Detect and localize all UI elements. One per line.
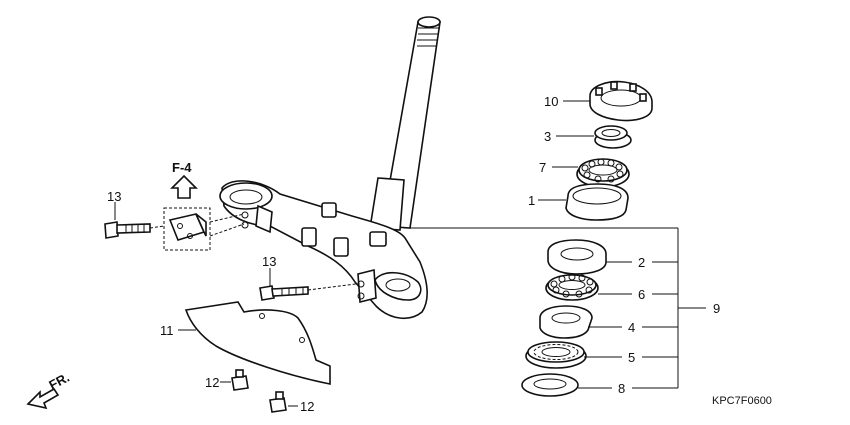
callout-7: 7 (539, 160, 546, 175)
callout-8: 8 (618, 381, 625, 396)
diagram-code: KPC7F0600 (712, 395, 772, 407)
bolt-12-upper: 12 (205, 369, 249, 391)
bearing-6: 6 (545, 273, 645, 302)
callout-13-left: 13 (107, 189, 121, 204)
hose-clamp-detail (163, 207, 245, 251)
bolt-12-lower: 12 (269, 391, 314, 414)
steering-stem-shaft (369, 16, 441, 231)
reference-f4-label: F-4 (172, 160, 192, 175)
race-1: 1 (528, 183, 629, 221)
callout-4: 4 (628, 320, 635, 335)
group-bracket-9: 9 (404, 227, 720, 389)
reference-f4: F-4 (170, 160, 198, 199)
callout-9: 9 (713, 301, 720, 316)
race-3: 3 (544, 125, 632, 149)
front-direction-label: FR. (46, 370, 72, 393)
washer-8: 8 (521, 373, 625, 397)
bolt-13-left: 13 (104, 189, 165, 239)
plate-11: 11 (160, 301, 331, 385)
front-direction-arrow: FR. (26, 370, 72, 410)
bolt-13-middle: 13 (259, 254, 357, 301)
callout-13-middle: 13 (262, 254, 276, 269)
callout-12-lower: 12 (300, 399, 314, 414)
race-2: 2 (547, 239, 645, 275)
callout-2: 2 (638, 255, 645, 270)
bottom-bridge (219, 180, 428, 319)
callout-6: 6 (638, 287, 645, 302)
callout-11: 11 (160, 323, 174, 338)
callout-1: 1 (528, 193, 535, 208)
callout-12-upper: 12 (205, 375, 219, 390)
nut-10: 10 (544, 80, 653, 122)
bearing-7: 7 (539, 158, 630, 188)
callout-3: 3 (544, 129, 551, 144)
race-4: 4 (539, 305, 635, 339)
callout-5: 5 (628, 350, 635, 365)
seal-5: 5 (525, 341, 635, 369)
callout-10: 10 (544, 94, 558, 109)
